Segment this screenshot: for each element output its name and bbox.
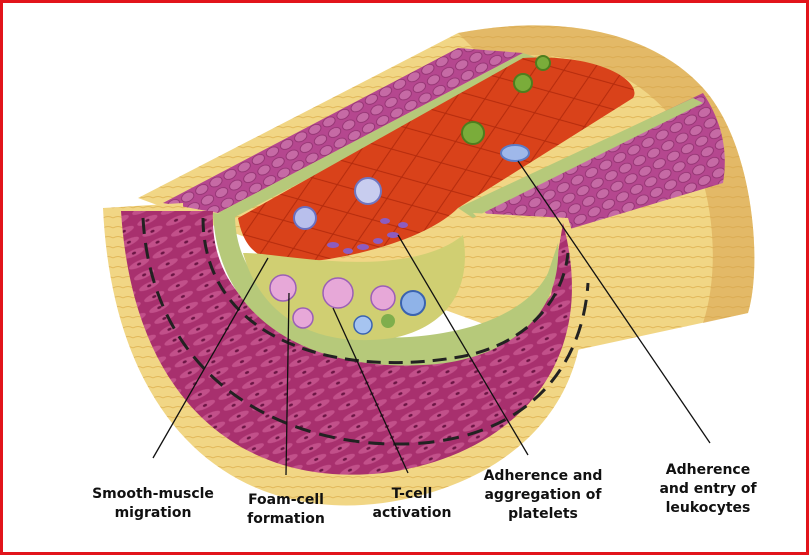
foam-cell	[371, 286, 395, 310]
label-t-cell: T-cell activation	[357, 485, 467, 523]
foam-cell	[323, 278, 353, 308]
leukocyte	[501, 145, 529, 161]
label-smooth-muscle: Smooth-muscle migration	[63, 485, 243, 523]
label-line: Foam-cell	[226, 491, 346, 510]
label-line: leukocytes	[643, 499, 773, 518]
foam-cell	[293, 308, 313, 328]
platelet-cluster	[536, 56, 550, 70]
foam-cell	[270, 275, 296, 301]
label-line: T-cell	[357, 485, 467, 504]
label-line: activation	[357, 504, 467, 523]
label-line: aggregation of	[473, 486, 613, 505]
label-line: platelets	[473, 505, 613, 524]
t-cell	[354, 316, 372, 334]
label-line: migration	[63, 504, 243, 523]
label-foam-cell: Foam-cell formation	[226, 491, 346, 529]
label-line: formation	[226, 510, 346, 529]
label-line: Smooth-muscle	[63, 485, 243, 504]
label-leukocytes: Adherence and entry of leukocytes	[643, 461, 773, 518]
leukocyte	[355, 178, 381, 204]
label-line: Adherence and	[473, 467, 613, 486]
t-cell	[401, 291, 425, 315]
label-line: Adherence	[643, 461, 773, 480]
label-line: and entry of	[643, 480, 773, 499]
smooth-muscle-cell	[381, 314, 395, 328]
label-platelets: Adherence and aggregation of platelets	[473, 467, 613, 524]
platelet-cluster	[514, 74, 532, 92]
platelet-cluster	[462, 122, 484, 144]
leukocyte	[294, 207, 316, 229]
